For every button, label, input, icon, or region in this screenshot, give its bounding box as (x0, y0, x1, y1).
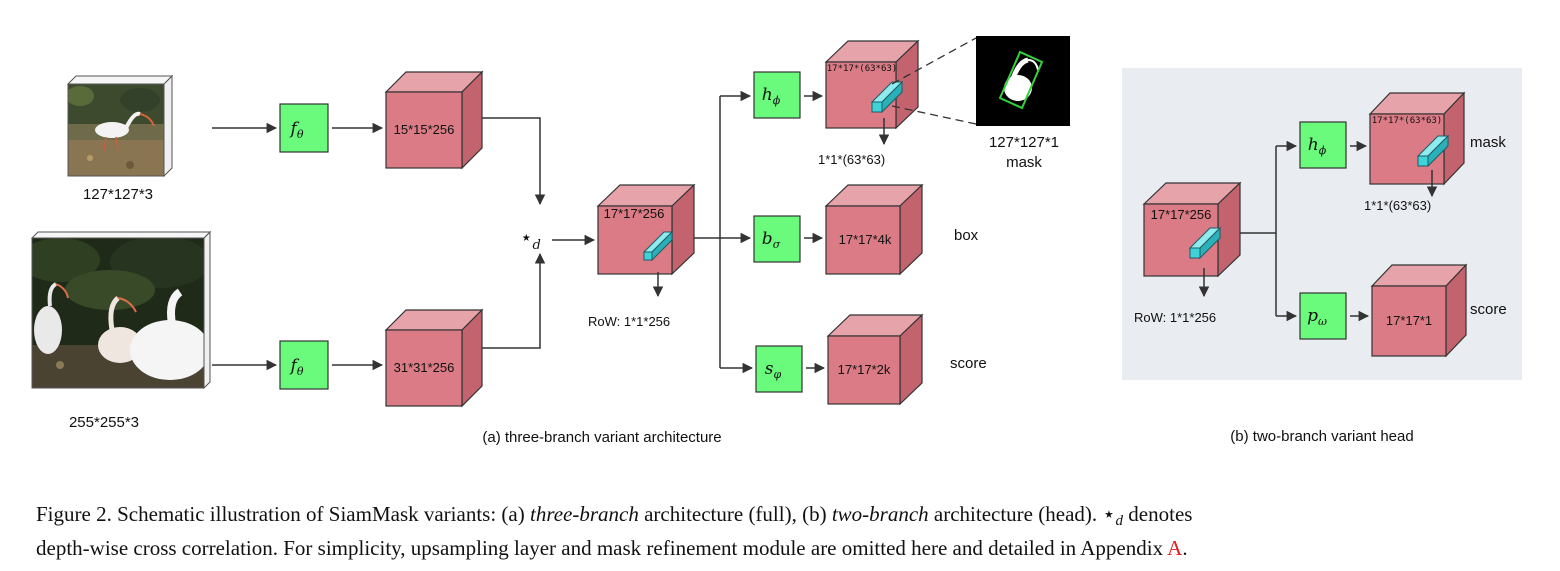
score-cube-a-label: 17*17*2k (838, 362, 891, 377)
row-a-label: RoW: 1*1*256 (588, 314, 670, 329)
svg-text:fθ: fθ (289, 356, 304, 378)
response-cube-a (596, 183, 696, 276)
mask-row-a-label: 1*1*(63*63) (818, 152, 885, 167)
response-a-label: 17*17*256 (604, 206, 665, 221)
p-omega-block: pω (1299, 292, 1347, 340)
row-b-label: RoW: 1*1*256 (1134, 310, 1216, 325)
mask-row-prism-a (870, 80, 904, 114)
score-cube-b (1370, 263, 1468, 358)
exemplar-size-label: 127*127*3 (83, 186, 153, 203)
f-theta-block-top: fθ (279, 103, 329, 153)
svg-text:sφ: sφ (765, 359, 782, 381)
feat-exemplar-label: 15*15*256 (394, 122, 455, 137)
row-prism-a (642, 230, 674, 262)
svg-text:pω: pω (1307, 306, 1327, 328)
projection-line-bottom (891, 105, 977, 125)
feature-cube-exemplar (384, 70, 484, 170)
projection-line-top (891, 37, 977, 85)
mask-label-b: mask (1470, 134, 1506, 151)
h-phi-block-a: hϕ (753, 71, 801, 119)
feat-search-label: 31*31*256 (394, 360, 455, 375)
svg-text:hϕ: hϕ (1308, 135, 1327, 157)
xcorr-symbol: ⋆d (520, 225, 541, 253)
mask-row-b-label: 1*1*(63*63) (1364, 198, 1431, 213)
score-label-b: score (1470, 301, 1507, 318)
score-cube-a (826, 313, 924, 406)
f-theta-block-bottom: fθ (279, 340, 329, 390)
appendix-link[interactable]: A (1167, 536, 1183, 560)
mask-output-image (976, 36, 1070, 126)
box-cube-label: 17*17*4k (839, 232, 892, 247)
s-varphi-block: sφ (755, 345, 803, 393)
mask-cube-b-label: 17*17*(63*63) (1372, 116, 1442, 126)
exemplar-image (66, 74, 174, 178)
arrow-search-to-xcorr (482, 252, 546, 349)
mask-cube-a-label: 17*17*(63*63) (827, 64, 897, 74)
response-cube-b (1142, 181, 1242, 278)
box-cube (824, 183, 924, 276)
svg-text:fθ: fθ (289, 119, 304, 141)
score-cube-b-label: 17*17*1 (1386, 313, 1432, 328)
search-image (30, 230, 212, 390)
feature-cube-search (384, 308, 484, 408)
figure-caption-line-1: Figure 2. Schematic illustration of Siam… (36, 502, 1192, 529)
svg-text:bσ: bσ (762, 229, 781, 251)
arrow-exemplar-to-xcorr (482, 117, 546, 206)
panel-b-caption: (b) two-branch variant head (1230, 428, 1413, 445)
row-prism-b (1188, 226, 1222, 260)
b-sigma-block: bσ (753, 215, 801, 263)
search-size-label: 255*255*3 (69, 414, 139, 431)
mask-cube-a (824, 39, 920, 130)
svg-text:hϕ: hϕ (762, 85, 781, 107)
response-b-label: 17*17*256 (1151, 207, 1212, 222)
panel-a-caption: (a) three-branch variant architecture (482, 429, 721, 446)
figure-caption-line-2: depth-wise cross correlation. For simpli… (36, 536, 1188, 560)
mask-cube-b (1368, 91, 1466, 186)
box-label: box (954, 227, 979, 244)
score-label-a: score (950, 355, 987, 372)
mask-out-size-label: 127*127*1 (989, 134, 1059, 151)
h-phi-block-b: hϕ (1299, 121, 1347, 169)
mask-out-label: mask (1006, 154, 1042, 171)
mask-row-prism-b (1416, 134, 1450, 168)
